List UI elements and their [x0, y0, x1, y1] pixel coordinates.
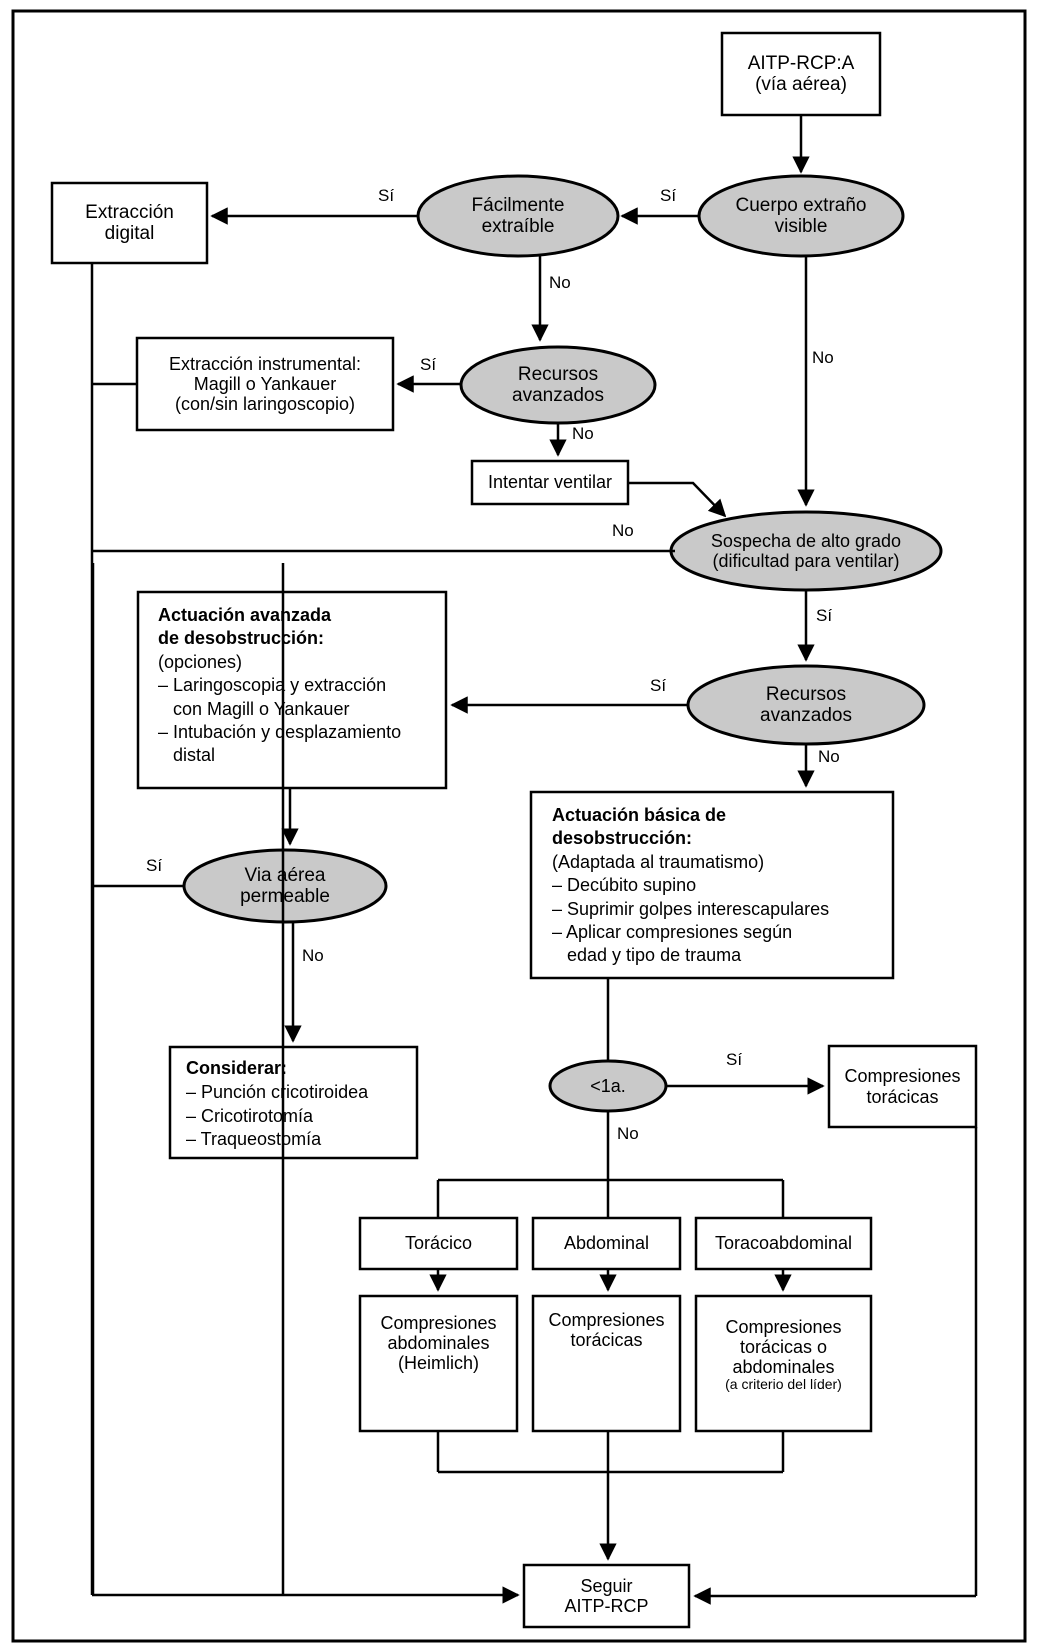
node-facilmente-extraible-shape [416, 174, 620, 258]
node-compresiones-abdominales-shape [358, 1294, 519, 1433]
node-toracoabdominal-shape [694, 1216, 873, 1271]
node-recursos-avanzados-1-shape [459, 345, 657, 425]
node-start-shape [720, 31, 882, 117]
edge-label-no-facilmente: No [549, 273, 571, 292]
node-recursos-avanzados-2-shape [686, 664, 926, 746]
node-seguir-aitp-shape [522, 1563, 691, 1629]
edge-label-si-facilmente: Sí [378, 186, 395, 205]
node-compresiones-toracicas-mid-shape [531, 1294, 682, 1433]
edge-label-si-cuerpo-extrano: Sí [660, 186, 677, 205]
edge-label-si-recursos1: Sí [420, 355, 437, 374]
node-via-aerea-permeable-shape [182, 848, 388, 924]
edge-label-no-recursos2: No [818, 747, 840, 766]
edge-label-no-via-aerea: No [302, 946, 324, 965]
node-extraccion-digital-shape [50, 181, 209, 265]
node-abdominal-shape [531, 1216, 682, 1271]
node-menor-1a-shape [548, 1059, 668, 1113]
edge-label-si-via-aerea: Sí [146, 856, 163, 875]
node-actuacion-avanzada-shape [136, 590, 448, 790]
node-considerar-shape [168, 1045, 419, 1160]
edge-label-si-recursos2: Sí [650, 676, 667, 695]
node-extraccion-instrumental-shape [135, 336, 395, 432]
figure-border [11, 9, 1027, 1643]
node-compresiones-toracoabdominales-shape [694, 1294, 873, 1433]
node-cuerpo-extrano-shape [697, 174, 905, 258]
node-toracico-shape [358, 1216, 519, 1271]
edge-label-no-recursos1: No [572, 424, 594, 443]
edge-label-no-menor1a: No [617, 1124, 639, 1143]
node-compresiones-toracicas-top-shape [827, 1044, 978, 1129]
edge-label-si-sospecha: Sí [816, 606, 833, 625]
edge-label-si-menor1a: Sí [726, 1050, 743, 1069]
node-intentar-ventilar-shape [470, 459, 630, 506]
node-sospecha-alto-grado-shape [669, 510, 943, 592]
edge-label-no-bypass-sospecha: No [612, 521, 634, 540]
edge-ventilar-to-sospecha [628, 481, 727, 518]
edge-label-no-cuerpo-extrano: No [812, 348, 834, 367]
node-actuacion-basica-shape [529, 790, 895, 980]
